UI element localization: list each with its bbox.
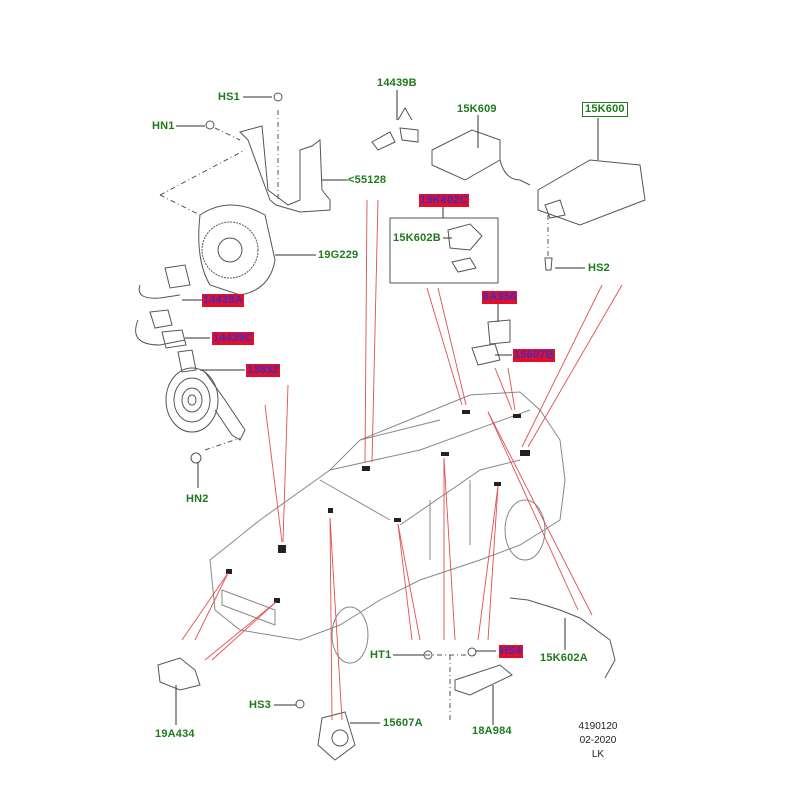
footer-block: 4190120 02-2020 LK — [568, 720, 628, 762]
label-15607b: 15607B — [513, 349, 555, 362]
label-ht1: HT1 — [370, 649, 392, 661]
label-55128: <55128 — [348, 174, 387, 186]
horn-drawing — [165, 349, 246, 441]
label-19g229: 19G229 — [318, 249, 359, 261]
vehicle-mount-points — [226, 410, 530, 603]
label-hs1: HS1 — [218, 91, 240, 103]
label-hn1: HN1 — [152, 120, 175, 132]
label-18a984: 18A984 — [472, 725, 512, 737]
label-hn2: HN2 — [186, 493, 209, 505]
label-15k602a: 15K602A — [540, 652, 588, 664]
label-15k602b: 15K602B — [393, 232, 441, 244]
label-15k609: 15K609 — [457, 103, 497, 115]
illustration-number: 4190120 — [578, 721, 618, 732]
bracket-drawing — [159, 110, 331, 216]
label-hs3: HS3 — [249, 699, 271, 711]
label-14439a: 14439A — [202, 294, 244, 307]
vehicle-outline — [209, 391, 566, 664]
leader-lines — [175, 90, 599, 725]
red-leader-lines — [181, 199, 623, 721]
label-hs2: HS2 — [588, 262, 610, 274]
label-14439b: 14439B — [377, 77, 417, 89]
label-hs4: HS4 — [499, 645, 523, 658]
label-6a956: 6A956 — [482, 291, 518, 304]
label-14439c: 14439C — [212, 332, 254, 345]
label-19a434: 19A434 — [155, 728, 195, 740]
label-13832: 13832 — [246, 364, 280, 377]
label-15k600: 15K600 — [582, 102, 628, 117]
sounder-drawing — [198, 204, 276, 296]
illustration-date: 02-2020 — [579, 735, 617, 746]
illustration-author: LK — [591, 749, 605, 760]
label-15607a: 15607A — [383, 717, 423, 729]
label-15k602c: 15K602C — [419, 194, 469, 207]
